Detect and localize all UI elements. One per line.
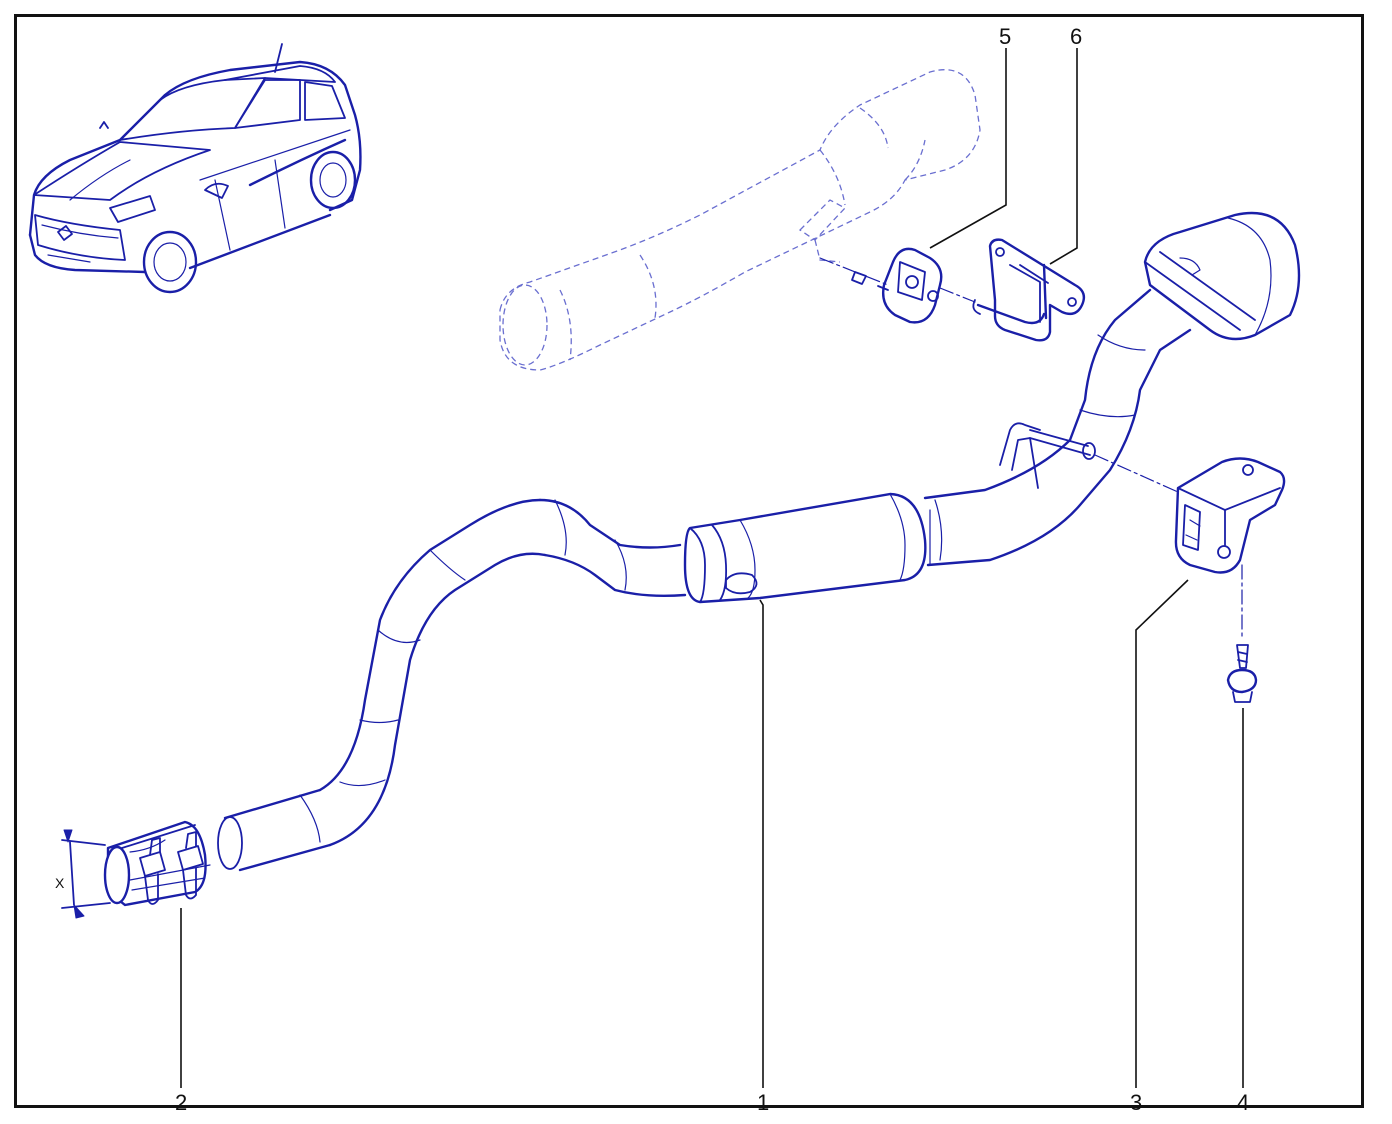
exhaust-clamp-2: [61, 820, 211, 919]
leader-3: [1135, 579, 1189, 1088]
callout-1: 1: [757, 1090, 769, 1115]
callout-labels: 1 2 3 4 5 6 X: [55, 24, 1249, 1115]
rubber-hanger-5: [819, 247, 976, 324]
leader-1: [759, 599, 764, 1088]
callout-6: 6: [1070, 24, 1082, 49]
hanger-bracket-6: [972, 238, 1086, 342]
leader-5: [929, 48, 1007, 249]
rubber-hanger-3: [1174, 457, 1286, 641]
callout-3: 3: [1130, 1090, 1142, 1115]
car-thumbnail: [28, 43, 362, 294]
front-pipe-ghost: [499, 69, 981, 371]
exhaust-rear-section-1: [217, 211, 1301, 872]
callout-5: 5: [999, 24, 1011, 49]
dimension-x-label: X: [55, 875, 65, 891]
bolt-4: [1226, 644, 1258, 703]
leader-6: [1049, 48, 1078, 265]
callout-4: 4: [1237, 1090, 1249, 1115]
leader-lines: [180, 48, 1244, 1088]
callout-2: 2: [175, 1090, 187, 1115]
